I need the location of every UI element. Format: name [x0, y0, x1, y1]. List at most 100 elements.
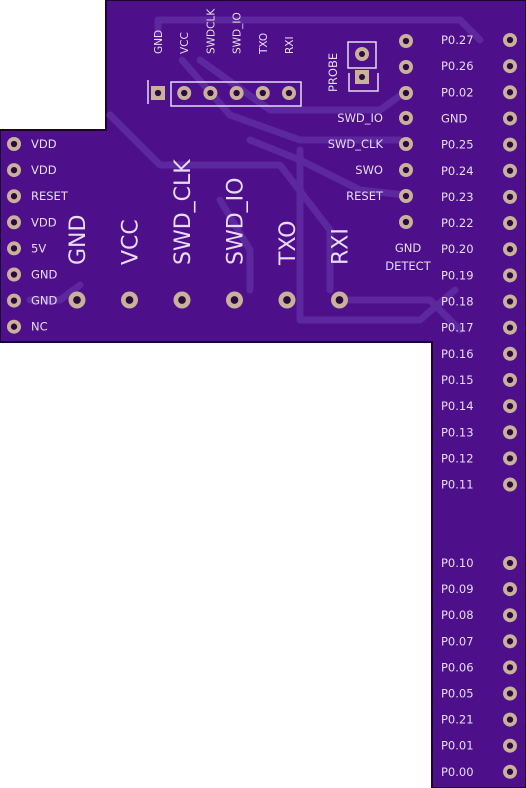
- big-label-0: GND: [66, 215, 91, 265]
- right-pin-24-hole: [506, 716, 514, 723]
- right-label-6: P0.23: [441, 190, 474, 204]
- right-pin-8: [503, 242, 517, 257]
- right-pin-23-hole: [506, 690, 514, 697]
- right-pin-23: [503, 686, 517, 701]
- left-pin-5-hole: [10, 271, 18, 278]
- left-pin-1: [7, 163, 21, 178]
- big-pad-2: [173, 291, 191, 309]
- top-header-label-4: TXO: [258, 33, 270, 55]
- top-header-label-3: SWD_IO: [232, 12, 244, 54]
- inner-top-pin-2: [399, 86, 413, 100]
- top-header-pin-2: [203, 86, 218, 100]
- right-pin-16-hole: [506, 455, 514, 462]
- right-label-2: P0.02: [441, 85, 474, 99]
- right-label-24: P0.21: [441, 713, 474, 727]
- left-pin-4: [7, 241, 21, 256]
- gnd-detect-line1: GND: [395, 241, 422, 255]
- left-pin-0: [7, 137, 21, 151]
- left-label-6: GND: [31, 294, 58, 308]
- right-pin-12: [503, 346, 517, 361]
- right-pin-11: [503, 320, 517, 335]
- right-pin-10-hole: [506, 298, 514, 305]
- right-pin-22-hole: [506, 664, 514, 671]
- right-pin-14-hole: [506, 402, 514, 410]
- big-pad-5-hole: [335, 296, 344, 304]
- right-label-26: P0.00: [441, 765, 474, 779]
- left-label-2: RESET: [31, 189, 69, 203]
- left-pin-5: [7, 267, 21, 282]
- right-label-25: P0.01: [441, 739, 474, 753]
- top-header-pin-4: [255, 86, 270, 100]
- right-label-0: P0.27: [441, 33, 474, 47]
- inner-label-3: RESET: [346, 189, 384, 203]
- top-header-pin-2-hole: [207, 89, 214, 97]
- right-pin-15: [503, 425, 517, 440]
- left-pin-6-hole: [10, 297, 18, 304]
- top-header-pin-3-hole: [233, 89, 240, 97]
- right-pin-4: [503, 137, 517, 152]
- right-pin-18: [503, 556, 517, 570]
- right-pin-7-hole: [506, 219, 514, 227]
- inner-pin-2: [399, 163, 413, 177]
- inner-top-pin-1-hole: [402, 63, 410, 71]
- top-header-pin-1-hole: [181, 89, 188, 97]
- inner-top-pin-2-hole: [402, 89, 410, 97]
- left-pin-7-hole: [10, 323, 18, 330]
- inner-top-pin-0-hole: [402, 37, 410, 45]
- big-pads: [68, 291, 348, 309]
- inner-top-pin-0: [399, 34, 413, 48]
- probe-pad-hole: [359, 74, 365, 80]
- left-label-4: 5V: [31, 241, 46, 255]
- gnd-detect-line2: DETECT: [385, 259, 431, 273]
- right-pin-2: [503, 85, 517, 100]
- big-label-5: RXI: [329, 228, 354, 265]
- right-pin-13: [503, 372, 517, 387]
- left-pin-3-hole: [10, 219, 18, 226]
- inner-pin-2-hole: [402, 166, 410, 174]
- right-pin-9-hole: [506, 272, 514, 279]
- inner-top-pin-1: [399, 60, 413, 74]
- right-pin-14: [503, 399, 517, 414]
- left-pin-3: [7, 215, 21, 230]
- left-label-5: GND: [31, 268, 58, 282]
- right-label-17: P0.11: [441, 478, 474, 492]
- right-pin-0-hole: [506, 36, 514, 44]
- big-pad-5: [331, 291, 348, 309]
- right-pin-2-hole: [506, 89, 514, 96]
- top-header-pin-5-hole: [285, 89, 293, 97]
- top-header-pin-3: [229, 86, 244, 100]
- big-label-1: VCC: [119, 219, 144, 265]
- big-pad-4-hole: [283, 296, 291, 304]
- left-pin-6: [7, 293, 21, 308]
- right-pin-26: [503, 764, 517, 779]
- left-pin-7: [7, 319, 21, 334]
- inner-pin-3: [399, 189, 413, 203]
- right-pin-20-hole: [506, 612, 514, 619]
- left-pin-4-hole: [10, 245, 18, 252]
- inner-pin-1-hole: [402, 140, 410, 148]
- top-header-label-0: GND: [153, 30, 165, 54]
- right-pin-6: [503, 189, 517, 204]
- probe-pin1-mark: [348, 73, 379, 92]
- right-label-4: P0.25: [441, 138, 474, 152]
- right-pin-13-hole: [506, 376, 514, 384]
- right-pin-25-hole: [506, 742, 514, 749]
- left-label-7: NC: [31, 320, 48, 334]
- right-label-22: P0.06: [441, 660, 474, 674]
- right-pin-16: [503, 451, 517, 466]
- right-label-20: P0.08: [441, 608, 474, 622]
- left-pin-0-hole: [10, 140, 18, 148]
- right-pin-8-hole: [506, 246, 514, 253]
- right-pin-25: [503, 738, 517, 753]
- big-pad-0-hole: [73, 296, 81, 304]
- left-label-3: VDD: [31, 215, 57, 229]
- big-pad-3-hole: [230, 296, 239, 304]
- big-pad-4: [278, 291, 296, 309]
- inner-label-0: SWD_IO: [337, 111, 383, 125]
- inner-detect-pin: [399, 215, 413, 229]
- right-pin-5-hole: [506, 167, 514, 174]
- right-pin-9: [503, 268, 517, 283]
- right-pin-12-hole: [506, 350, 514, 357]
